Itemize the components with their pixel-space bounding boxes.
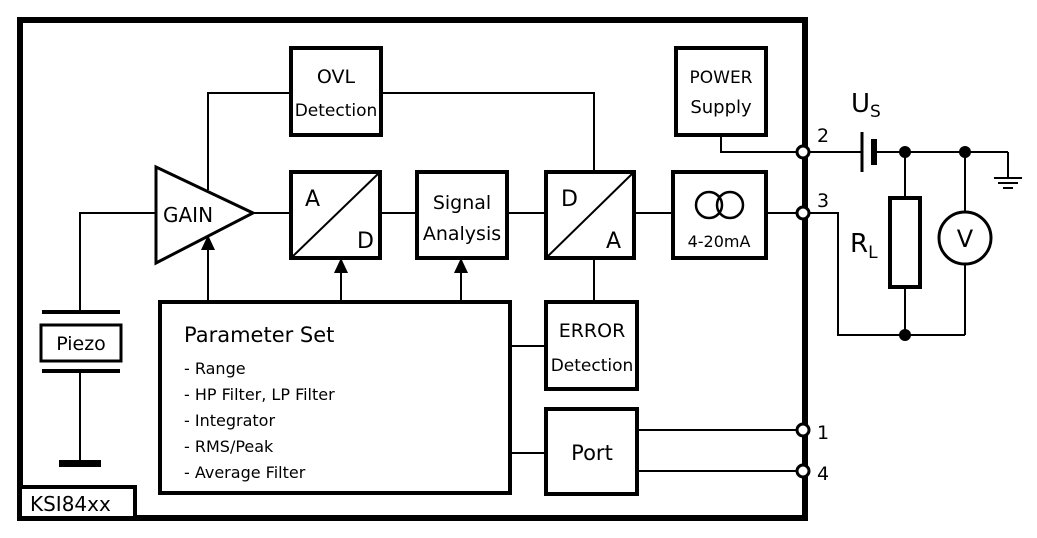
ovl-detection-block [289, 46, 383, 137]
dac-diagonal [545, 171, 635, 259]
signal-analysis-block [415, 170, 509, 260]
parameter-item: - Range [184, 359, 246, 378]
terminal-3 [795, 205, 811, 221]
ground-icon [994, 177, 1022, 189]
load-resistor [888, 196, 922, 289]
parameter-set-block [158, 300, 512, 495]
terminal-label-3: 3 [817, 190, 829, 212]
wires [79, 92, 1009, 472]
ovl-label-line1: OVL [317, 66, 356, 88]
voltmeter-label: V [957, 225, 974, 253]
signal-label-line2: Analysis [423, 223, 501, 245]
dac-label-bottom: A [606, 229, 621, 254]
port-block [544, 407, 639, 496]
device-frame [17, 17, 808, 521]
battery-short-plate [871, 139, 877, 165]
adc-label-top: A [305, 187, 320, 212]
error-detection-block [544, 300, 639, 391]
junction-dots [899, 146, 971, 341]
terminals [795, 144, 811, 479]
adc-label-bottom: D [357, 229, 374, 254]
arrow-gain [201, 235, 215, 250]
terminal-label-2: 2 [817, 125, 829, 147]
terminal-1 [795, 422, 811, 438]
current-source-circle-right [715, 190, 745, 220]
junction-dot [899, 329, 911, 341]
power-supply-block [674, 46, 768, 137]
current-source-block [671, 170, 768, 260]
supply-voltage-label: US [851, 89, 881, 122]
parameter-item: - Integrator [184, 411, 275, 430]
device-label: KSI84xx [30, 492, 111, 516]
arrowheads [201, 235, 468, 273]
power-label-line1: POWER [690, 68, 753, 88]
current-source-circle-left [694, 190, 724, 220]
port-label: Port [571, 441, 613, 465]
parameter-item: - RMS/Peak [184, 437, 274, 456]
piezo-block [39, 323, 123, 363]
arrow-signal [454, 258, 468, 273]
terminal-label-4: 4 [817, 463, 829, 485]
signal-label-line1: Signal [433, 192, 491, 214]
parameter-set-title: Parameter Set [184, 323, 334, 347]
current-source-label: 4-20mA [688, 232, 751, 251]
parameter-item: - HP Filter, LP Filter [184, 385, 335, 404]
junction-dot [899, 146, 911, 158]
terminal-4 [795, 463, 811, 479]
wire-gain-ovl [207, 92, 291, 190]
piezo-ground-bar [59, 460, 101, 467]
terminal-label-1: 1 [817, 422, 829, 444]
piezo-label: Piezo [56, 333, 106, 355]
wire-power-term2 [720, 135, 797, 153]
arrow-adc [334, 258, 348, 273]
wire-ovl-dac [381, 92, 595, 172]
wire-piezo-gain [79, 212, 160, 312]
gain-label: GAIN [163, 203, 213, 227]
junction-dot [959, 146, 971, 158]
dac-label-top: D [561, 187, 578, 212]
adc-diagonal [290, 171, 381, 259]
error-label-line2: Detection [551, 356, 634, 376]
voltmeter-icon [937, 210, 993, 266]
gain-amplifier [154, 164, 257, 266]
parameter-item: - Average Filter [184, 463, 306, 482]
power-label-line2: Supply [690, 97, 752, 118]
device-label-box [18, 485, 137, 520]
terminal-2 [795, 144, 811, 160]
ovl-label-line2: Detection [295, 101, 378, 121]
error-label-line1: ERROR [559, 320, 626, 342]
load-resistor-label: RL [850, 229, 878, 263]
